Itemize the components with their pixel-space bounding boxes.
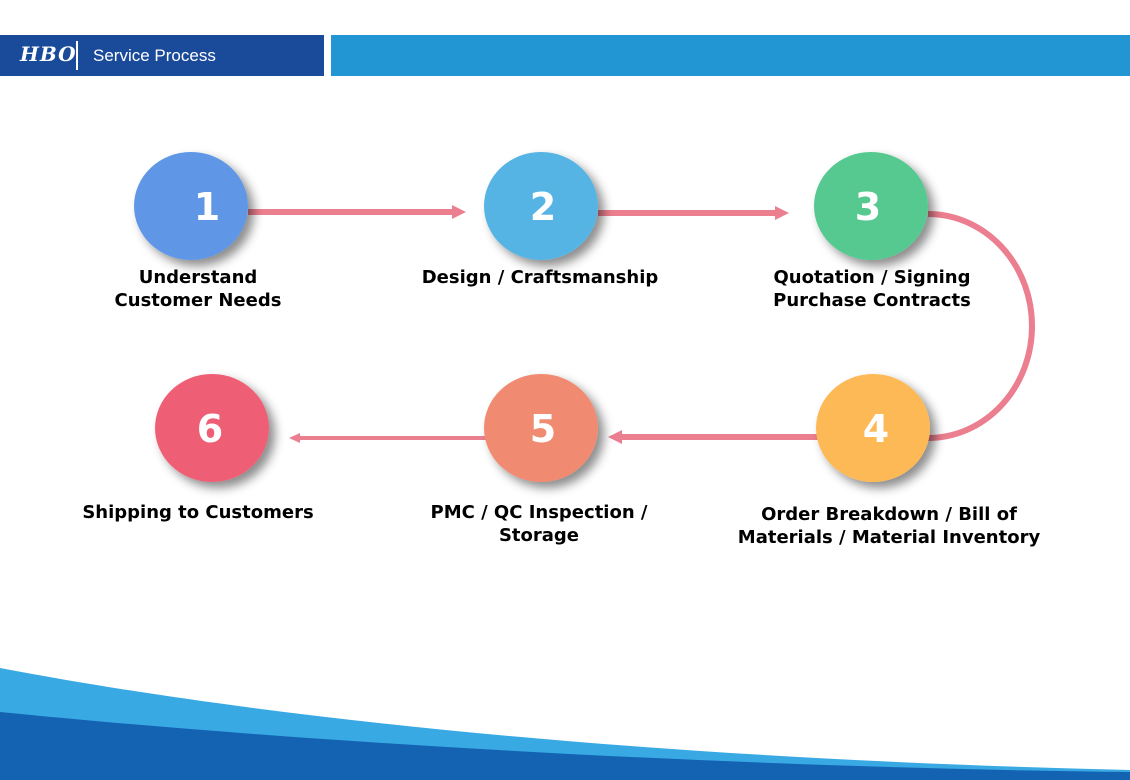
step-3-label-line: Quotation / Signing — [773, 267, 971, 288]
step-5-circle — [484, 374, 598, 482]
step-3-label-line: Purchase Contracts — [773, 290, 971, 311]
step-1-node: 1 — [134, 152, 248, 260]
arrow-head-1-2 — [452, 205, 466, 219]
arrow-head-4-5 — [608, 430, 622, 444]
step-1-circle — [134, 152, 248, 260]
step-4-label: Order Breakdown / Bill of Materials / Ma… — [719, 503, 1059, 549]
step-2-circle — [484, 152, 598, 260]
connector-3-4 — [927, 211, 1035, 441]
connectors — [248, 205, 1035, 444]
step-5-label-line: PMC / QC Inspection / — [430, 502, 648, 523]
step-5-number: 5 — [530, 407, 556, 451]
step-4-label-line: Materials / Material Inventory — [737, 527, 1041, 548]
step-1-label-line: Understand — [138, 267, 258, 288]
step-2-node: 2 — [484, 152, 598, 260]
step-6-label-line: Shipping to Customers — [82, 502, 314, 523]
arrow-head-2-3 — [775, 206, 789, 220]
logo: HBO — [20, 42, 77, 66]
step-6-node: 6 — [155, 374, 269, 482]
step-1-number: 1 — [194, 185, 220, 229]
header-bar: HBO Service Process — [0, 35, 324, 76]
step-6-label: Shipping to Customers — [73, 501, 323, 524]
step-3-circle — [814, 152, 928, 260]
step-1-label: Understand Customer Needs — [98, 266, 298, 312]
step-2-label: Design / Craftsmanship — [410, 266, 670, 289]
step-4-node: 4 — [816, 374, 930, 482]
step-6-circle — [155, 374, 269, 482]
step-2-number: 2 — [530, 185, 556, 229]
logo-divider — [76, 41, 78, 70]
step-6-number: 6 — [197, 407, 223, 451]
step-3-label: Quotation / Signing Purchase Contracts — [752, 266, 992, 312]
footer-wave-dark — [0, 712, 1130, 780]
step-2-label-line: Design / Craftsmanship — [421, 267, 659, 288]
arrow-head-5-6 — [289, 433, 300, 443]
step-4-label-line: Order Breakdown / Bill of — [761, 504, 1017, 525]
step-3-number: 3 — [855, 185, 881, 229]
page-title: Service Process — [93, 46, 216, 65]
header-accent-bar — [331, 35, 1130, 76]
step-5-label-line: Storage — [498, 525, 580, 546]
step-5-label: PMC / QC Inspection / Storage — [409, 501, 669, 547]
step-5-node: 5 — [484, 374, 598, 482]
step-4-number: 4 — [863, 407, 889, 451]
step-1-label-line: Customer Needs — [114, 290, 282, 311]
step-3-node: 3 — [814, 152, 928, 260]
step-4-circle — [816, 374, 930, 482]
